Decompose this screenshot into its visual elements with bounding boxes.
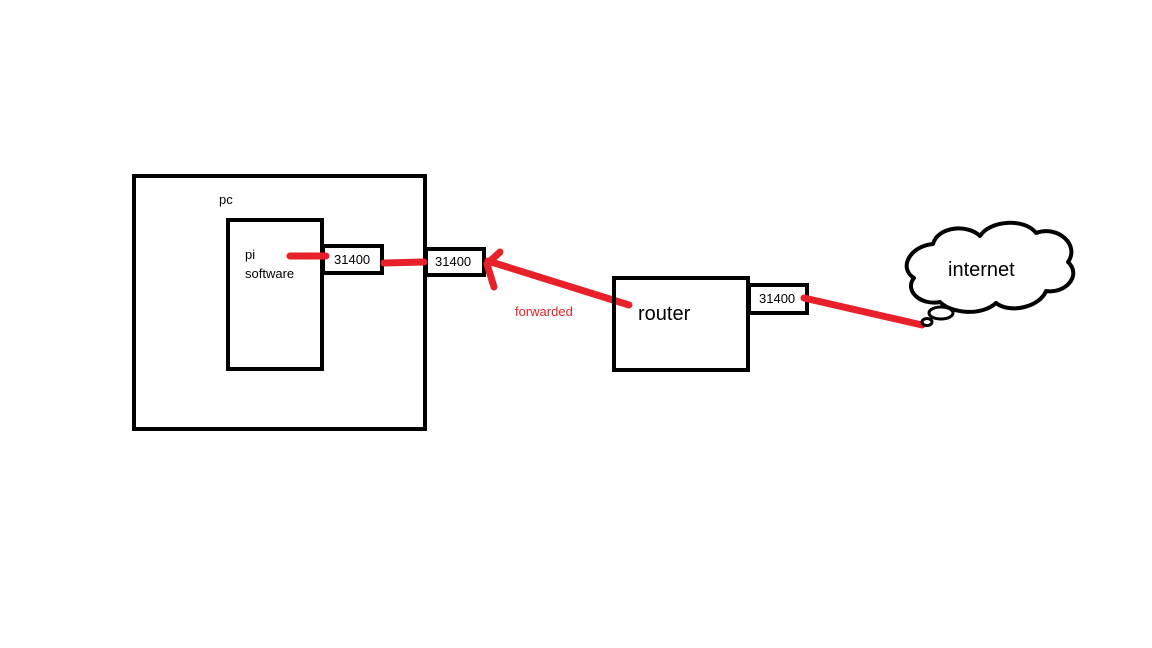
forwarded-arrow: forwarded [483, 248, 633, 319]
pi-software-box [226, 218, 324, 371]
forwarded-arrow-shaft [484, 257, 633, 309]
router-node: router [612, 276, 750, 372]
pc-port: 31400 [424, 247, 486, 277]
pc-label: pc [219, 192, 233, 207]
pi-software-label-line2: software [245, 266, 294, 281]
internet-cloud: internet [904, 220, 1076, 327]
internal-port-link [380, 258, 428, 267]
cloud-bubble-large [927, 305, 955, 321]
cloud-icon [904, 220, 1076, 314]
router-port-box [747, 283, 809, 315]
internet-label: internet [948, 259, 1015, 281]
pi-software-label-line1: pi [245, 247, 255, 262]
router-port: 31400 [747, 283, 809, 315]
forwarded-arrow-head [483, 248, 504, 291]
pc-port-label: 31400 [435, 254, 471, 269]
router-box [612, 276, 750, 372]
cloud-bubble-small [920, 317, 934, 327]
pi-software-node: pi software [226, 218, 324, 371]
pc-port-box [424, 247, 486, 277]
pi-software-port-label: 31400 [334, 252, 370, 267]
router-port-label: 31400 [759, 291, 795, 306]
pc-node: pc [132, 174, 427, 431]
forwarded-label: forwarded [515, 304, 573, 319]
pc-box [132, 174, 427, 431]
router-label: router [638, 303, 691, 325]
internet-link [800, 294, 926, 329]
pi-software-port: 31400 [321, 244, 384, 275]
